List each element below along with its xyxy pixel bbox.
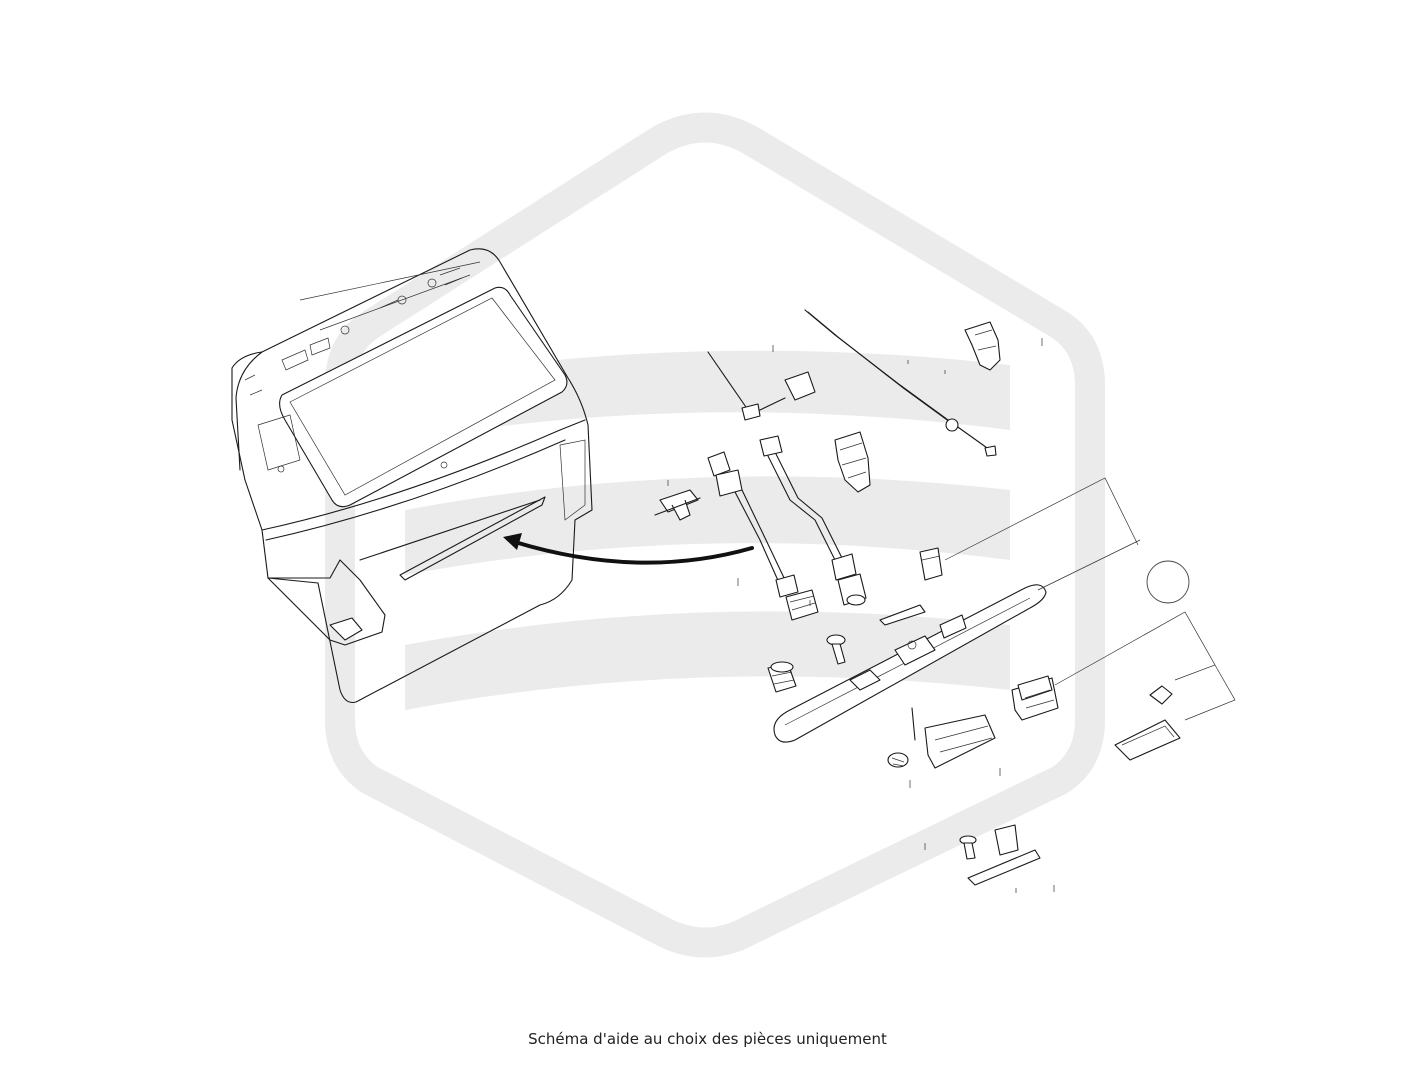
latch-part <box>887 707 996 769</box>
connector-part <box>919 547 943 581</box>
lamp-lens <box>1114 719 1181 761</box>
lock-mechanism <box>834 431 871 493</box>
hexagon-logo-watermark <box>325 112 1105 958</box>
bulb-part <box>1149 685 1173 705</box>
switch-part <box>1011 675 1059 721</box>
striker-plate <box>959 824 1041 886</box>
bracket-top <box>964 321 1001 371</box>
small-bracket <box>879 604 926 626</box>
trim-strip <box>773 584 1047 743</box>
wiring-harness-a <box>707 451 819 621</box>
clip-part <box>654 489 701 521</box>
tailgate-panel <box>231 248 593 704</box>
diagram-caption: Schéma d'aide au choix des pièces unique… <box>528 1030 887 1048</box>
antenna-wire <box>707 351 816 421</box>
reference-marks <box>667 338 1055 893</box>
wiring-harness-b <box>759 435 867 606</box>
curved-arrow-icon <box>503 533 754 565</box>
long-cable <box>804 309 997 457</box>
screw-part <box>826 634 846 665</box>
callout-lines <box>944 477 1236 721</box>
grommet-part <box>767 661 797 693</box>
